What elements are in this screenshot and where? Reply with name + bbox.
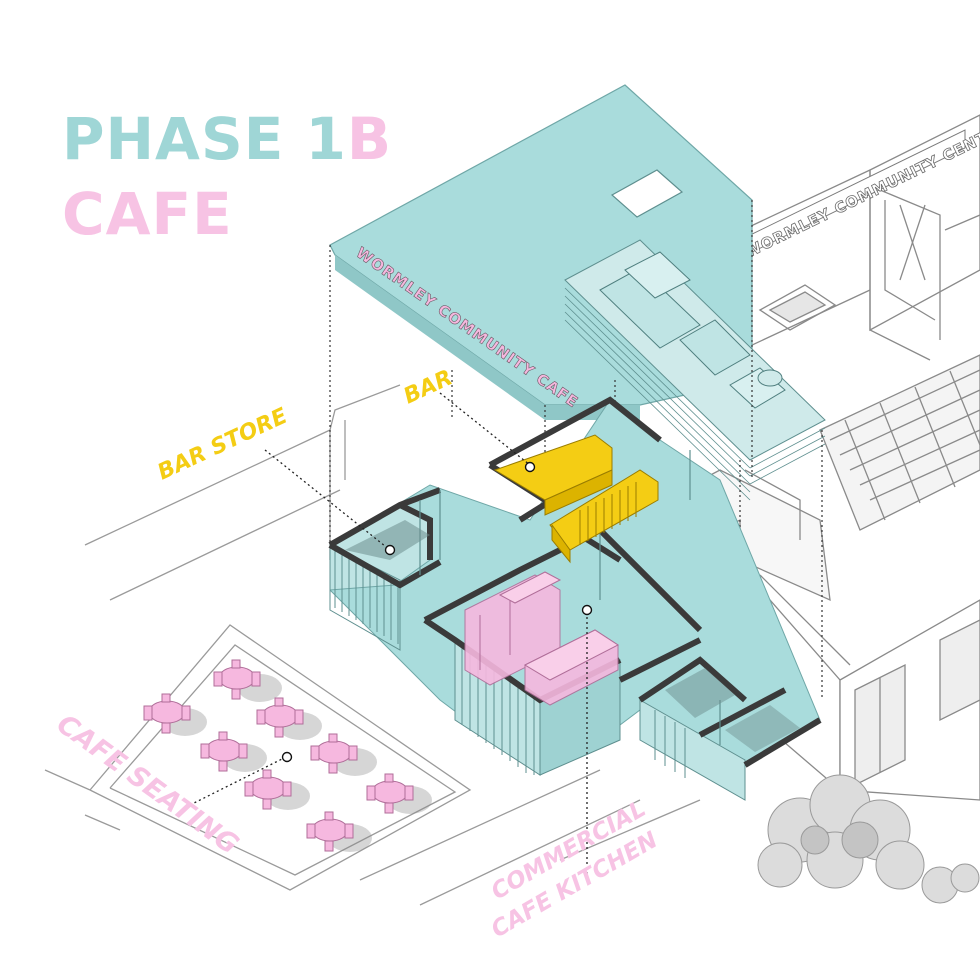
table-7	[366, 773, 432, 814]
label-bar: BAR	[400, 365, 457, 409]
rooftop-plant	[564, 239, 826, 501]
phase-subtitle: CAFE	[62, 180, 233, 248]
table-3	[256, 697, 322, 740]
table-4	[200, 731, 267, 772]
table-6	[244, 769, 310, 810]
leader-lines	[189, 392, 588, 880]
label-cafe-seating: CAFE SEATING	[51, 709, 244, 861]
table-2	[143, 693, 207, 736]
table-5	[310, 733, 377, 776]
tree-foliage	[757, 774, 980, 904]
roof-plane: WORMLEY COMMUNITY CAFE	[329, 84, 826, 501]
phase-title: PHASE 1B	[62, 110, 392, 168]
table-1	[213, 659, 282, 702]
phase-title-prefix: PHASE 1	[62, 105, 347, 173]
table-8	[306, 811, 372, 852]
cafe-volume	[328, 396, 822, 801]
kitchen-equipment	[464, 571, 619, 706]
label-bar-store: BAR STORE	[154, 404, 291, 486]
cafe-tables	[143, 659, 432, 852]
leader-markers	[281, 461, 593, 763]
phase-title-suffix: B	[346, 105, 393, 173]
bar-counter	[493, 434, 659, 564]
